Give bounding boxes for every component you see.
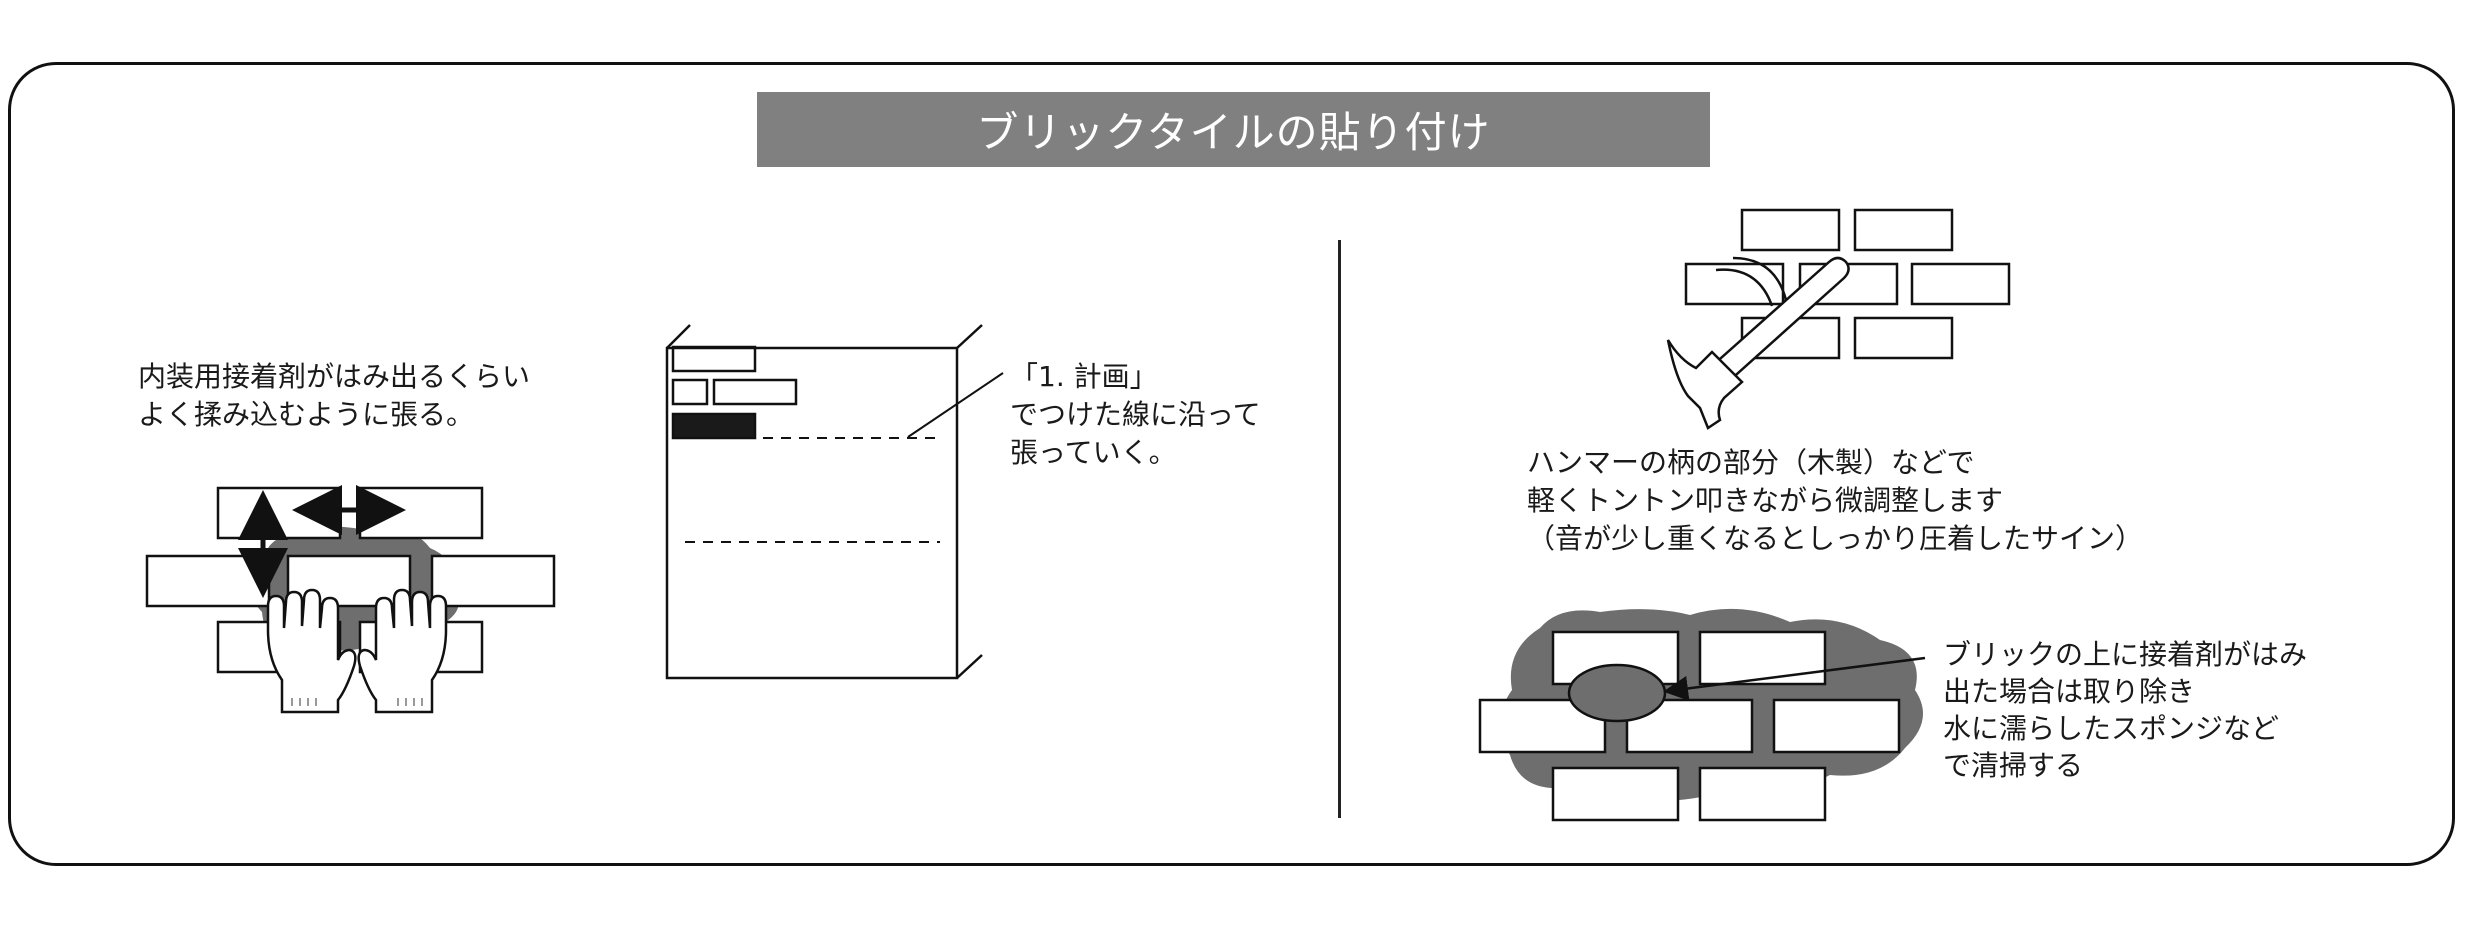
placed-tile xyxy=(671,345,757,373)
brick-tile xyxy=(1698,766,1827,822)
brick-tile xyxy=(358,486,484,540)
brick-tile xyxy=(216,486,342,540)
brick-tile xyxy=(1740,208,1841,252)
step4-caption-line: ブリックの上に接着剤がはみ xyxy=(1943,638,2308,671)
wall-corner-line xyxy=(666,324,691,349)
step2-caption-line: 張っていく。 xyxy=(1010,436,1177,469)
step2-caption-line: 「1. 計画」 xyxy=(1010,360,1158,393)
step3-caption-line: ハンマーの柄の部分（木製）などで xyxy=(1527,446,1975,479)
brick-tile xyxy=(1551,766,1680,822)
brick-tile xyxy=(1698,630,1827,686)
step4-caption: ブリックの上に接着剤がはみ 出た場合は取り除き 水に濡らしたスポンジなど で清掃… xyxy=(1943,636,2307,784)
motion-arc xyxy=(1715,268,1774,307)
excess-adhesive xyxy=(1567,663,1667,723)
placed-tile xyxy=(712,378,798,406)
step1-caption: 内装用接着剤がはみ出るくらい よく揉み込むように張る。 xyxy=(138,358,530,434)
hammer-icon xyxy=(1666,256,1850,430)
brick-tile xyxy=(1772,698,1901,754)
current-tile xyxy=(671,412,757,440)
pointer-line xyxy=(907,372,1004,438)
step4-caption-line: で清掃する xyxy=(1943,749,2084,782)
brick-tile xyxy=(430,554,556,608)
step2-illustration xyxy=(665,324,1004,680)
step3-caption-line: 軽くトントン叩きながら微調整します xyxy=(1527,484,2004,517)
step4-caption-line: 水に濡らしたスポンジなど xyxy=(1943,712,2280,745)
motion-arc xyxy=(1732,256,1788,301)
wall-panel xyxy=(665,346,959,680)
glove-hand-left xyxy=(266,588,357,714)
wall-corner-line xyxy=(956,324,983,349)
step3-caption-line: （音が少し重くなるとしっかり圧着したサイン） xyxy=(1527,522,2144,555)
step3-illustration xyxy=(1666,208,2011,430)
brick-tile xyxy=(145,554,271,608)
page-title: ブリックタイルの貼り付け xyxy=(757,92,1710,167)
brick-tile xyxy=(1853,208,1954,252)
section-divider xyxy=(1338,240,1341,818)
panel-frame xyxy=(8,62,2455,866)
pointer-arrow xyxy=(1663,656,1926,701)
glove-hand-right xyxy=(357,588,448,714)
step1-caption-line: よく揉み込むように張る。 xyxy=(138,398,475,431)
wall-corner-line xyxy=(956,654,983,679)
step4-caption-line: 出た場合は取り除き xyxy=(1943,675,2196,708)
step3-caption: ハンマーの柄の部分（木製）などで 軽くトントン叩きながら微調整します （音が少し… xyxy=(1527,444,2143,558)
brick-tile xyxy=(1853,316,1954,360)
step2-caption: 「1. 計画」 でつけた線に沿って 張っていく。 xyxy=(1010,358,1261,472)
step1-illustration xyxy=(145,485,556,714)
step1-caption-line: 内装用接着剤がはみ出るくらい xyxy=(138,360,531,393)
step2-caption-line: でつけた線に沿って xyxy=(1010,398,1261,431)
brick-tile xyxy=(1910,262,2011,306)
step4-illustration xyxy=(1478,608,1926,822)
placed-tile xyxy=(671,378,709,406)
